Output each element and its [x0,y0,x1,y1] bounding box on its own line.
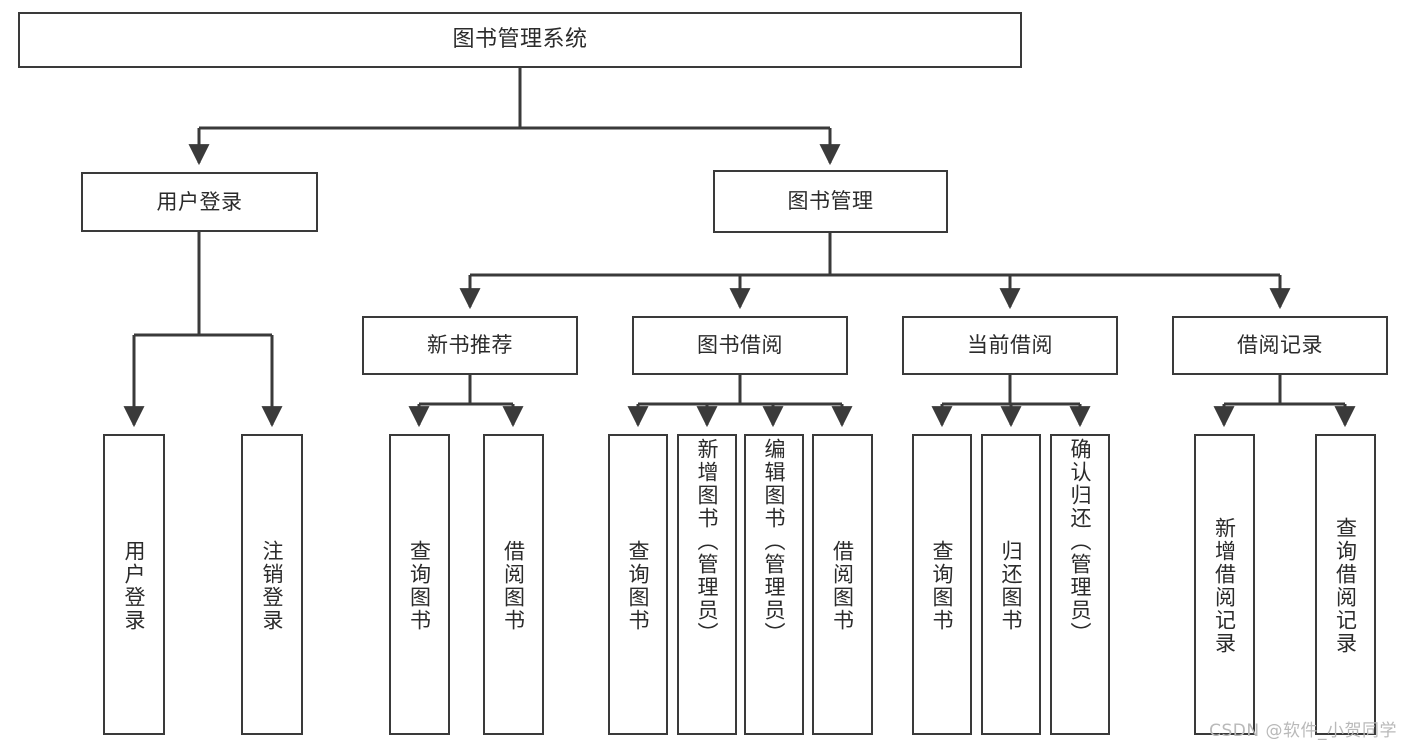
leaf-record-query[interactable]: 查询借阅记录 [1315,434,1376,735]
node-new-book-recommend[interactable]: 新书推荐 [362,316,578,375]
leaf-record-add[interactable]: 新增借阅记录 [1194,434,1255,735]
leaf-borrow-borrow-book-label: 借阅图书 [830,539,855,632]
leaf-borrow-add-book-label: 新增图书（管理员） [695,438,720,645]
leaf-borrow-edit-book-label: 编辑图书（管理员） [762,438,787,645]
node-book-borrow[interactable]: 图书借阅 [632,316,848,375]
leaf-borrow-edit-book[interactable]: 编辑图书（管理员） [744,434,804,735]
leaf-current-confirm-return-label: 确认归还（管理员） [1068,438,1093,645]
node-current-borrow-label: 当前借阅 [967,333,1053,358]
leaf-borrow-query-book[interactable]: 查询图书 [608,434,668,735]
node-root[interactable]: 图书管理系统 [18,12,1022,68]
leaf-user-login-login-label: 用户登录 [122,539,147,632]
leaf-record-query-label: 查询借阅记录 [1333,516,1358,655]
node-book-management[interactable]: 图书管理 [713,170,948,233]
node-borrow-record-label: 借阅记录 [1237,333,1323,358]
watermark-text: CSDN @软件_小贺同学 [1209,721,1397,741]
leaf-current-return-book[interactable]: 归还图书 [981,434,1041,735]
leaf-current-query-book[interactable]: 查询图书 [912,434,972,735]
leaf-new-book-query-label: 查询图书 [407,539,432,632]
leaf-user-login-logout[interactable]: 注销登录 [241,434,303,735]
leaf-user-login-login[interactable]: 用户登录 [103,434,165,735]
leaf-new-book-borrow-label: 借阅图书 [501,539,526,632]
node-user-login[interactable]: 用户登录 [81,172,318,232]
leaf-current-confirm-return[interactable]: 确认归还（管理员） [1050,434,1110,735]
node-user-login-label: 用户登录 [156,189,243,214]
leaf-new-book-query[interactable]: 查询图书 [389,434,450,735]
node-book-management-label: 图书管理 [787,189,874,214]
leaf-current-query-book-label: 查询图书 [930,539,955,632]
leaf-user-login-logout-label: 注销登录 [260,539,285,632]
leaf-current-return-book-label: 归还图书 [999,539,1024,632]
leaf-new-book-borrow[interactable]: 借阅图书 [483,434,544,735]
node-root-label: 图书管理系统 [452,27,588,53]
node-book-borrow-label: 图书借阅 [697,333,783,358]
leaf-borrow-add-book[interactable]: 新增图书（管理员） [677,434,737,735]
node-new-book-recommend-label: 新书推荐 [427,333,513,358]
leaf-borrow-borrow-book[interactable]: 借阅图书 [812,434,873,735]
node-current-borrow[interactable]: 当前借阅 [902,316,1118,375]
leaf-record-add-label: 新增借阅记录 [1212,516,1237,655]
node-borrow-record[interactable]: 借阅记录 [1172,316,1388,375]
leaf-borrow-query-book-label: 查询图书 [626,539,651,632]
